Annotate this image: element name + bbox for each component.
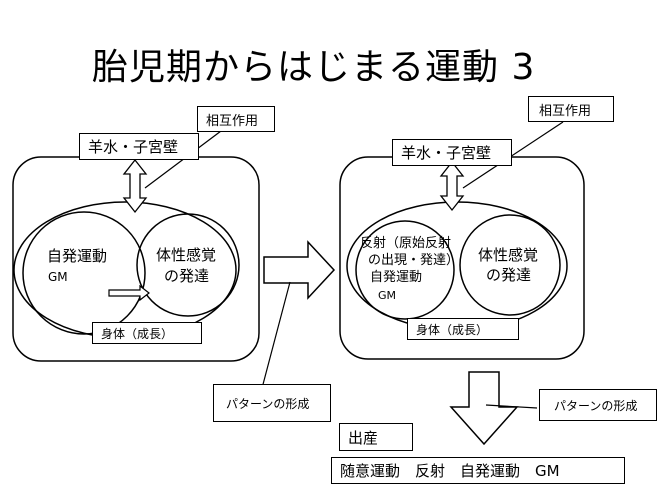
left-interaction-box: 相互作用 <box>197 106 275 132</box>
right-interaction-line <box>462 121 564 189</box>
right-interaction-box: 相互作用 <box>528 96 614 122</box>
birth-down-arrow <box>449 371 519 446</box>
middle-big-arrow <box>263 240 336 300</box>
left-spontaneous-label: 自発運動 <box>47 247 108 265</box>
pattern-right-box: パターンの形成 <box>539 389 657 421</box>
left-spontaneous-circle <box>22 211 146 335</box>
left-small-arrow <box>108 284 150 302</box>
left-interaction-label: 相互作用 <box>206 113 259 129</box>
pattern-right-label: パターンの形成 <box>554 398 638 413</box>
left-body-box: 身体（成長） <box>92 322 202 344</box>
right-interaction-label: 相互作用 <box>539 103 592 119</box>
right-body-box: 身体（成長） <box>407 318 519 340</box>
birth-label: 出産 <box>348 428 379 447</box>
left-body-label: 身体（成長） <box>101 326 174 341</box>
pattern-left-label: パターンの形成 <box>226 396 310 411</box>
left-amniotic-box: 羊水・子宮壁 <box>79 133 199 160</box>
right-sensory-label-1: 体性感覚 <box>478 246 539 264</box>
right-reflex-label-2: の出現・発達） <box>368 253 460 268</box>
page-title: 胎児期からはじまる運動 3 <box>92 47 536 88</box>
right-reflex-label-3: 自発運動 <box>370 270 423 285</box>
right-body-label: 身体（成長） <box>416 322 489 337</box>
right-reflex-label-4: GM <box>378 289 397 302</box>
pattern-left-box: パターンの形成 <box>213 384 331 422</box>
right-amniotic-label: 羊水・子宮壁 <box>401 144 492 162</box>
left-double-arrow <box>122 158 148 214</box>
birth-box: 出産 <box>339 423 413 451</box>
left-sensory-label-1: 体性感覚 <box>156 246 217 264</box>
right-double-arrow <box>439 160 465 212</box>
right-amniotic-box: 羊水・子宮壁 <box>392 139 512 166</box>
left-sensory-label-2: の発達 <box>164 267 210 285</box>
left-sensory-circle <box>136 213 240 317</box>
pattern-left-line <box>260 281 291 393</box>
right-sensory-circle <box>459 214 561 316</box>
after-birth-box: 随意運動 反射 自発運動 GM <box>331 457 625 484</box>
left-gm-label: GM <box>48 270 68 284</box>
pattern-right-line <box>485 404 538 409</box>
after-birth-label: 随意運動 反射 自発運動 GM <box>340 462 560 480</box>
right-reflex-circle <box>355 220 455 320</box>
left-amniotic-label: 羊水・子宮壁 <box>88 138 179 156</box>
right-sensory-label-2: の発達 <box>486 266 532 284</box>
right-reflex-label-1: 反射（原始反射 <box>360 236 452 251</box>
